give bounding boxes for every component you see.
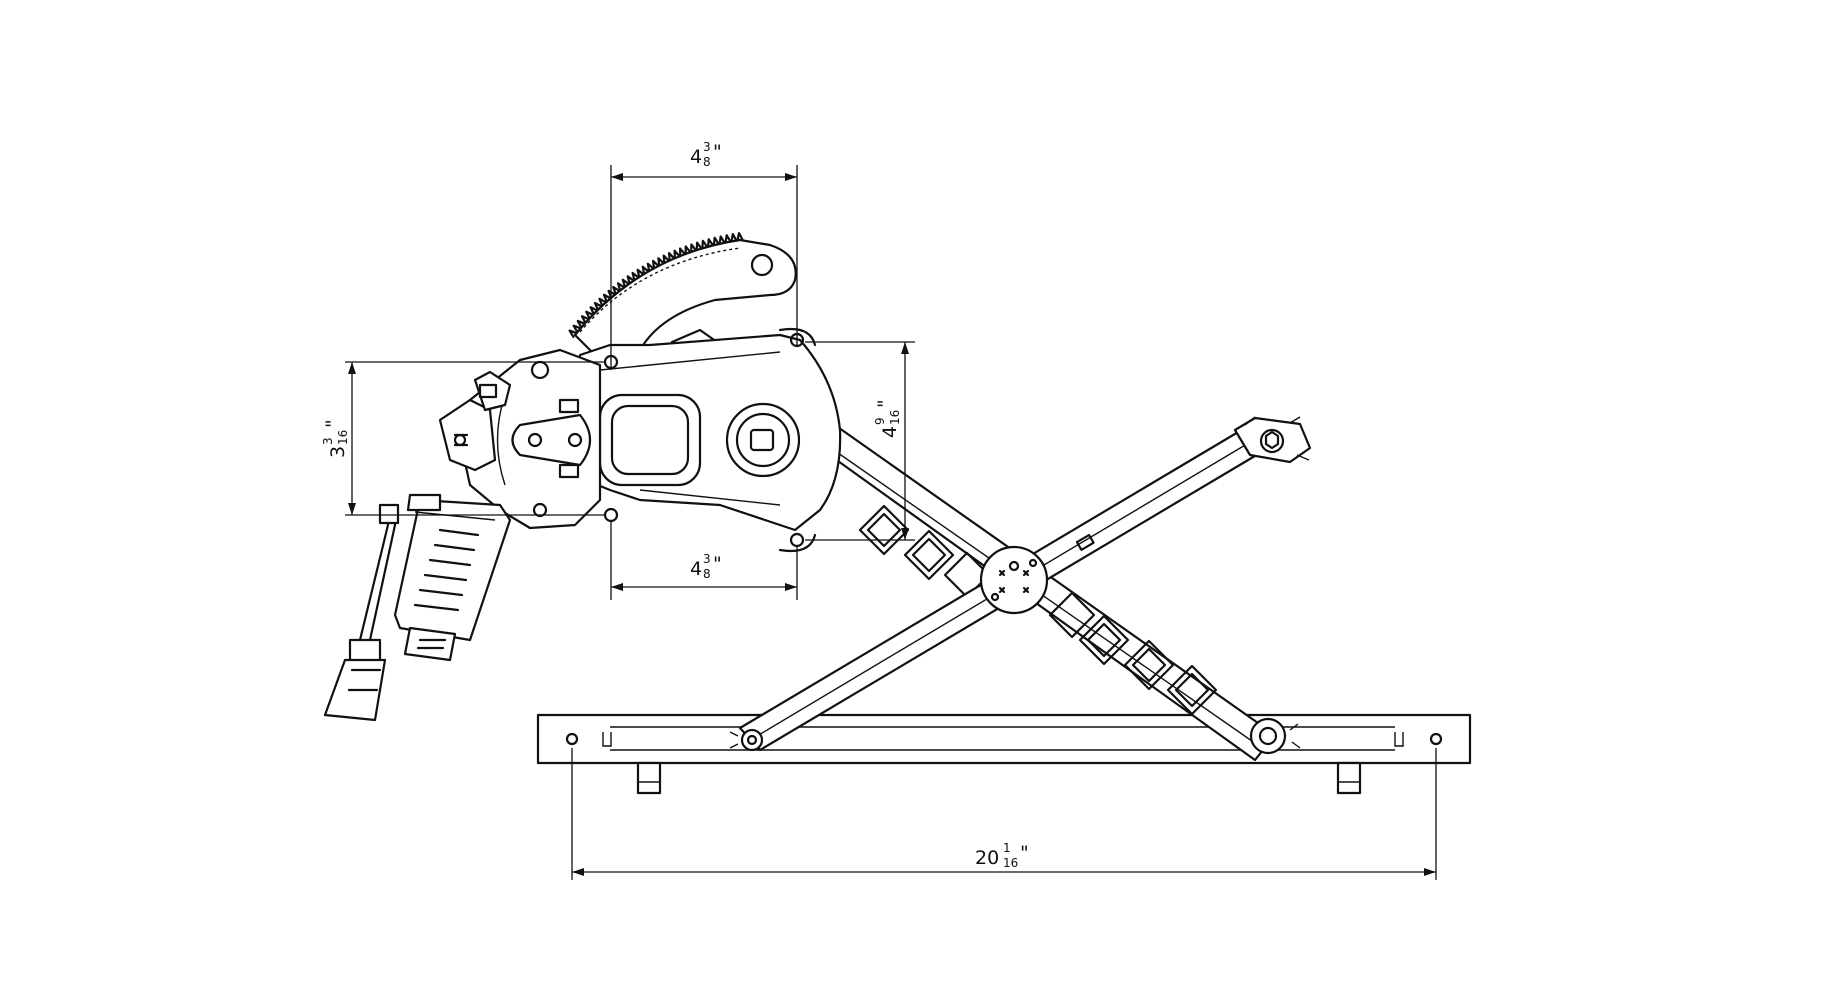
dim-label-motor-unit: " xyxy=(322,419,344,428)
dim-label-bracket-width-unit: " xyxy=(713,553,722,575)
dim-label-sector-whole: 4 xyxy=(690,146,702,168)
rail-hole-left xyxy=(565,732,579,746)
gear-tooth xyxy=(636,268,645,279)
gear-tooth xyxy=(712,236,720,247)
bottom-rail xyxy=(536,713,1472,795)
gear-tooth xyxy=(724,234,732,244)
gear-tooth xyxy=(706,238,715,248)
dimension-motor-height: 3 3 16 " xyxy=(321,361,605,516)
gear-tooth xyxy=(568,329,578,339)
gear-tooth xyxy=(701,239,709,250)
gear-tooth xyxy=(616,282,626,292)
gear-tooth xyxy=(657,257,665,267)
gear-tooth xyxy=(662,254,671,265)
dim-label-rail-whole: 20 xyxy=(975,847,999,869)
gear-tooth xyxy=(651,259,660,270)
dim-label-bracket-height-whole: 4 xyxy=(879,426,901,438)
dim-label-sector-unit: " xyxy=(713,141,722,163)
gear-tooth xyxy=(580,315,590,324)
cross-arm-slider xyxy=(1233,416,1312,464)
gear-tooth xyxy=(730,232,738,243)
sector-gear-teeth xyxy=(568,231,744,339)
gear-tooth xyxy=(576,319,586,329)
motor-body xyxy=(393,493,512,662)
bracket-hole-left-bottom xyxy=(603,507,619,523)
gear-tooth xyxy=(593,301,603,311)
dim-label-bracket-width-num: 3 xyxy=(703,552,711,566)
dim-label-sector-den: 8 xyxy=(703,155,711,169)
gear-tooth xyxy=(695,241,703,252)
center-pivot xyxy=(979,545,1049,615)
dimension-bracket-height: 4 9 16 " xyxy=(805,341,915,541)
dimension-rail-length: 20 1 16 " xyxy=(571,748,1437,880)
gear-tooth xyxy=(673,249,681,260)
gear-tooth xyxy=(621,278,631,288)
gear-tooth xyxy=(585,310,595,320)
mounting-bracket xyxy=(558,327,842,553)
gear-tooth xyxy=(589,306,599,316)
dimension-bracket-width: 4 3 8 " xyxy=(610,520,798,600)
gear-tooth xyxy=(684,245,692,255)
gear-tooth xyxy=(736,231,744,242)
gear-tooth xyxy=(641,265,650,276)
bracket-window xyxy=(598,393,702,487)
rail-foot-left xyxy=(636,761,662,795)
rail-pivot-left xyxy=(729,728,764,752)
dim-label-rail-unit: " xyxy=(1020,842,1029,864)
dim-label-motor-whole: 3 xyxy=(327,446,349,458)
rail-hole-right xyxy=(1429,732,1443,746)
dim-label-rail-num: 1 xyxy=(1003,841,1011,855)
dimension-sector-width: 4 3 8 " xyxy=(610,140,798,370)
gear-tooth xyxy=(626,275,635,285)
gear-tooth xyxy=(602,293,612,303)
dim-label-motor-num: 3 xyxy=(321,437,335,445)
dim-label-bracket-height-unit: " xyxy=(874,399,896,408)
gear-tooth xyxy=(631,271,640,282)
gear-tooth xyxy=(718,235,726,245)
gear-tooth xyxy=(607,289,617,299)
gear-tooth xyxy=(572,324,582,334)
rail-pivot-right xyxy=(1249,717,1301,755)
sector-gear xyxy=(573,238,797,362)
rail-foot-right xyxy=(1336,761,1362,795)
dim-label-sector-num: 3 xyxy=(703,140,711,154)
gear-tooth xyxy=(646,262,655,273)
dim-label-motor-den: 16 xyxy=(336,430,350,445)
bracket-hole-bottom xyxy=(789,532,805,548)
sector-pivot-hole xyxy=(750,253,774,277)
dim-label-bracket-height-num: 9 xyxy=(873,417,887,425)
dim-label-rail-den: 16 xyxy=(1003,856,1018,870)
gear-tooth xyxy=(598,297,608,307)
dim-label-bracket-width-whole: 4 xyxy=(690,558,702,580)
gear-tooth xyxy=(612,285,621,296)
dim-label-bracket-width-den: 8 xyxy=(703,567,711,581)
gear-tooth xyxy=(690,243,698,253)
motor-housing xyxy=(438,348,602,530)
wire-connector xyxy=(323,503,400,722)
gear-tooth xyxy=(667,252,676,262)
dim-label-bracket-height-den: 16 xyxy=(888,410,902,425)
gear-tooth xyxy=(678,247,687,258)
